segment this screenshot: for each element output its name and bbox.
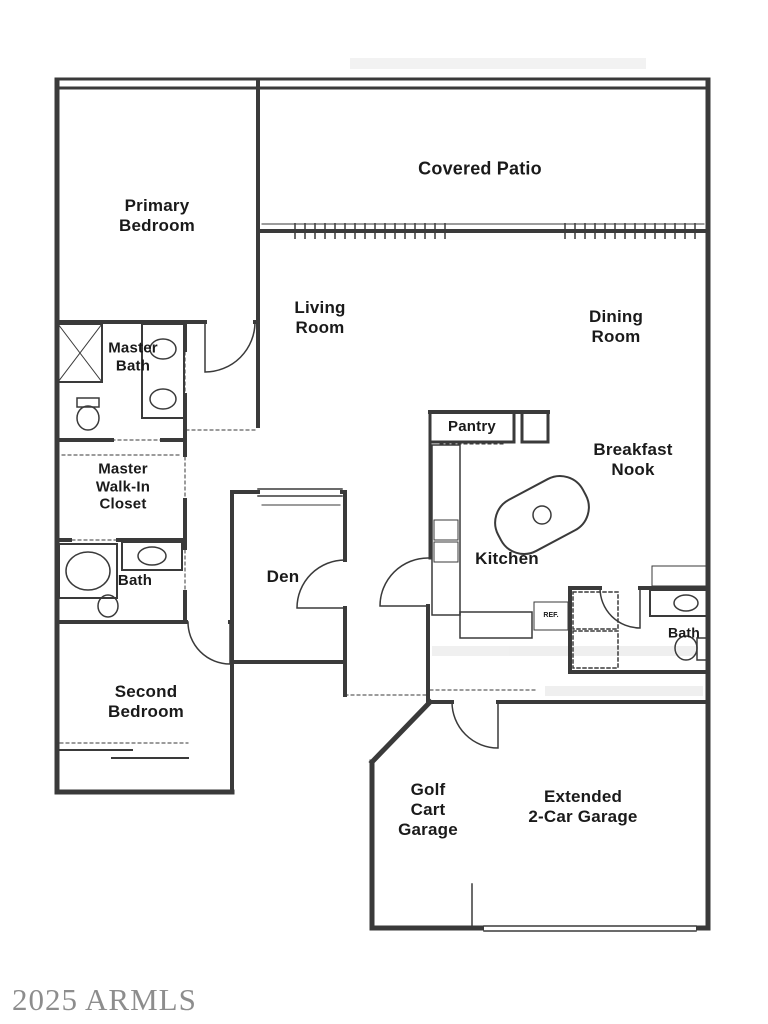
master-vanity-icon <box>141 323 185 419</box>
hall-toilet-icon <box>97 594 119 618</box>
label-golf-cart-garage: Golf Cart Garage <box>398 779 458 840</box>
label-master-walk-in-closet: Master Walk-In Closet <box>95 460 151 513</box>
guest-bath-shower-icon <box>572 591 619 669</box>
kitchen-counter <box>431 444 533 639</box>
opening-dashes <box>61 351 536 696</box>
scan-artifacts <box>350 58 703 696</box>
watermark: 2025 ARMLS <box>12 982 197 1017</box>
garage-door <box>483 921 697 934</box>
label-living-room: Living Room <box>294 297 346 337</box>
label-breakfast-nook: Breakfast Nook <box>593 439 673 479</box>
door-swings <box>187 321 641 749</box>
label-kitchen: Kitchen <box>475 548 539 568</box>
refrigerator-box <box>533 601 569 631</box>
label-guest-bath: Bath <box>668 624 700 641</box>
master-bathtub-icon <box>57 323 103 383</box>
patio-sliding-doors <box>256 223 708 239</box>
pantry-box <box>428 410 550 444</box>
label-refrigerator: REF. <box>543 611 559 619</box>
guest-bath-toilet-icon <box>674 635 709 661</box>
guest-bath-vanity-icon <box>649 565 709 617</box>
label-primary-bedroom: Primary Bedroom <box>118 195 196 235</box>
label-master-bath: Master Bath <box>108 339 158 374</box>
label-hall-bath: Bath <box>117 572 153 590</box>
hall-vanity-icon <box>121 541 183 571</box>
hall-bathtub-icon <box>58 543 118 599</box>
den-window <box>257 488 343 506</box>
label-covered-patio: Covered Patio <box>418 158 542 179</box>
label-pantry: Pantry <box>448 418 496 436</box>
kitchen-island-icon <box>494 475 590 555</box>
label-second-bedroom: Second Bedroom <box>107 681 185 721</box>
label-dining-room: Dining Room <box>588 306 644 346</box>
bedroom-closet-doors <box>59 742 189 759</box>
interior-walls <box>55 80 710 929</box>
master-toilet-icon <box>76 397 100 431</box>
label-den: Den <box>266 566 300 586</box>
label-extended-garage: Extended 2-Car Garage <box>528 786 638 826</box>
